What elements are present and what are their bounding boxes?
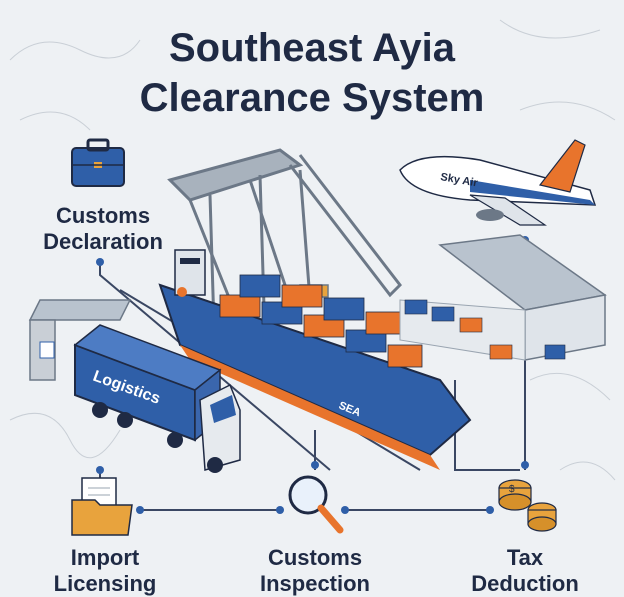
- page-title-line-2: Clearance System: [139, 76, 485, 120]
- svg-text:$: $: [509, 484, 515, 495]
- node-label-line-1: Customs: [55, 203, 151, 228]
- airplane: [399, 139, 597, 226]
- container-ship: [158, 249, 472, 470]
- coins-icon: $: [498, 479, 557, 532]
- node-label-line-1: Customs: [267, 545, 363, 570]
- page-title-line-1: Southeast Ayia: [169, 26, 455, 70]
- warehouse: [399, 234, 607, 361]
- node-label-line-2: Inspection: [259, 571, 370, 596]
- node-import-licensing: Import Licensing: [40, 545, 170, 597]
- customs-booth: [28, 299, 132, 381]
- map-outline-decoration: [9, 19, 616, 481]
- node-customs-inspection: Customs Inspection: [245, 545, 385, 597]
- magnifier-icon: [288, 475, 344, 534]
- node-tax-deduction: Tax Deduction: [455, 545, 595, 597]
- node-label-line-1: Import: [70, 545, 140, 570]
- folder-document-icon: [71, 477, 133, 536]
- node-label-line-2: Declaration: [43, 229, 163, 254]
- gantry-crane: [167, 148, 402, 361]
- truck: [73, 324, 241, 473]
- node-label-line-2: Licensing: [53, 571, 157, 596]
- node-label-line-2: Deduction: [471, 571, 579, 596]
- node-customs-declaration: Customs Declaration: [38, 203, 168, 255]
- briefcase-icon: [71, 138, 125, 187]
- node-label-line-1: Tax: [506, 545, 544, 570]
